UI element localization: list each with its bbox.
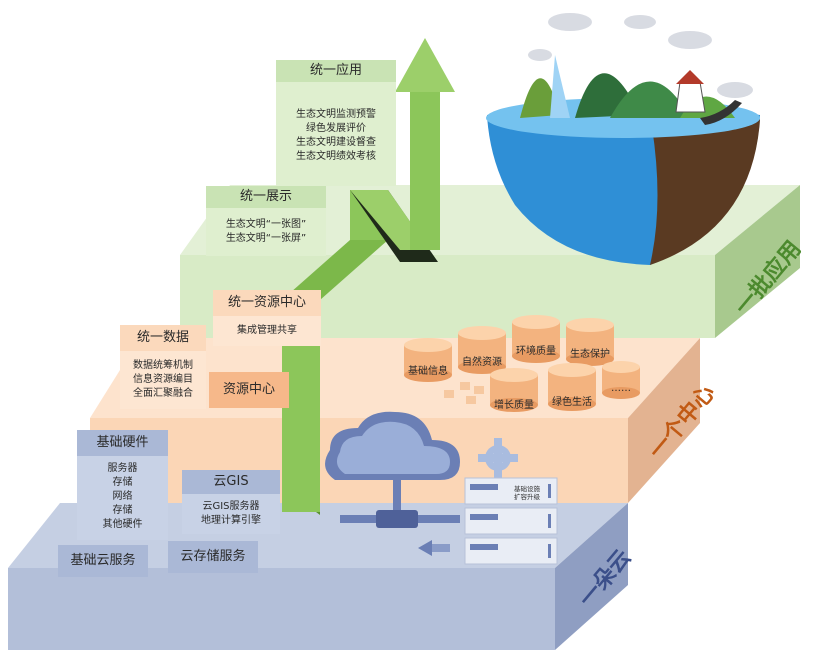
db-label-more: …… <box>611 383 631 394</box>
list-item: 绿色发展评价 <box>306 123 366 134</box>
list-item: 地理计算引擎 <box>201 515 261 526</box>
basic-hardware-title: 基础硬件 <box>77 430 168 456</box>
list-item: 云GIS服务器 <box>202 501 260 512</box>
apps-layer-side <box>715 185 800 338</box>
list-item: 数据统筹机制 <box>133 360 193 371</box>
db-label-eco-protection: 生态保护 <box>570 349 610 360</box>
db-label-green-life: 绿色生活 <box>552 397 592 408</box>
db-label-natural-resources: 自然资源 <box>462 357 502 368</box>
server-racks <box>464 477 558 565</box>
unified-data-list: 数据统筹机制 信息资源编目 全面汇聚融合 <box>120 351 206 409</box>
cloud-layer-front <box>8 568 555 650</box>
list-item: 服务器 <box>107 463 138 474</box>
basic-hardware-card: 基础硬件 服务器 存储 网络 存储 其他硬件 <box>77 430 168 540</box>
db-label-growth-quality: 增长质量 <box>494 400 534 411</box>
unified-apps-title: 统一应用 <box>276 60 396 82</box>
list-item: 其他硬件 <box>102 519 143 530</box>
upgrade-arrow-icon <box>418 540 450 556</box>
server-upgrade-label: 基础设施 扩容升级 <box>514 485 548 501</box>
list-item: 信息资源编目 <box>133 374 193 385</box>
server-label-line1: 基础设施 <box>514 485 540 493</box>
server-label-line2: 扩容升级 <box>514 493 540 501</box>
unified-resource-center-item: 集成管理共享 <box>213 316 321 346</box>
unified-resource-center-card: 统一资源中心 集成管理共享 <box>213 290 321 346</box>
db-label-env-quality: 环境质量 <box>516 346 556 357</box>
center-layer-side <box>628 338 700 503</box>
basic-hardware-list: 服务器 存储 网络 存储 其他硬件 <box>77 456 168 540</box>
earth-globe <box>486 55 760 265</box>
unified-data-title: 统一数据 <box>120 325 206 351</box>
list-item: 存储 <box>112 505 133 516</box>
database-cylinders <box>404 315 640 412</box>
db-label-basic-info: 基础信息 <box>408 366 448 377</box>
list-item: 全面汇聚融合 <box>133 388 193 399</box>
unified-apps-list: 生态文明监测预警 绿色发展评价 生态文明建设督查 生态文明绩效考核 <box>276 82 396 186</box>
cloud-server-icon <box>325 411 460 528</box>
growth-arrow <box>282 38 455 515</box>
list-item: 生态文明“一张图” <box>225 219 307 230</box>
cloud-layer-side <box>555 503 628 650</box>
unified-display-card: 统一展示 生态文明“一张图” 生态文明“一张屏” <box>206 186 326 256</box>
basic-cloud-service-box: 基础云服务 <box>58 545 148 577</box>
cloud-gis-card: 云GIS 云GIS服务器 地理计算引擎 <box>182 470 280 534</box>
list-item: 生态文明监测预警 <box>296 109 376 120</box>
list-item: 网络 <box>112 491 133 502</box>
list-item: 生态文明绩效考核 <box>296 151 376 162</box>
cloud-storage-service-box: 云存储服务 <box>168 541 258 573</box>
data-blocks <box>444 382 484 404</box>
list-item: 生态文明“一张屏” <box>225 233 307 244</box>
unified-apps-card: 统一应用 生态文明监测预警 绿色发展评价 生态文明建设督查 生态文明绩效考核 <box>276 60 396 186</box>
unified-resource-center-title: 统一资源中心 <box>213 290 321 316</box>
cloud-gis-title: 云GIS <box>182 470 280 494</box>
unified-data-card: 统一数据 数据统筹机制 信息资源编目 全面汇聚融合 <box>120 325 206 409</box>
resource-center-box: 资源中心 <box>209 372 289 408</box>
gear-icon <box>478 438 518 478</box>
list-item: 存储 <box>112 477 133 488</box>
list-item: 生态文明建设督查 <box>296 137 376 148</box>
sky-clouds <box>528 13 753 98</box>
cloud-gis-list: 云GIS服务器 地理计算引擎 <box>182 494 280 534</box>
unified-display-list: 生态文明“一张图” 生态文明“一张屏” <box>206 208 326 256</box>
unified-display-title: 统一展示 <box>206 186 326 208</box>
